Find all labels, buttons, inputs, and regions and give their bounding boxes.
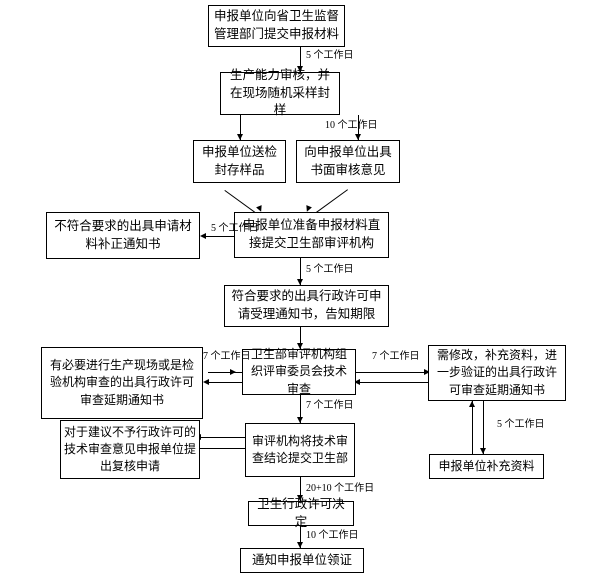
edge-line-materials-to-supplement — [472, 401, 473, 454]
edge-label-technical-to-conclusion: 7 个工作日 — [306, 400, 354, 411]
arrowhead-acceptance-to-technical — [296, 343, 303, 349]
arrowhead-prepare-to-correction — [200, 232, 206, 239]
node-supplement-delay[interactable]: 需修改，补充资料，进一步验证的出具行政许可审查延期通知书 — [428, 345, 566, 401]
edge-label-technical-to-onsite: 7 个工作日 — [203, 351, 251, 362]
node-submit-conclusion-label: 审评机构将技术审查结论提交卫生部 — [251, 433, 348, 465]
edge-label-capacity-to-opinion: 10 个工作日 — [325, 120, 378, 131]
node-technical-review-label: 卫生部审评机构组织评审委员会技术审查 — [250, 347, 347, 396]
edge-label-decision-to-notify: 10 个工作日 — [306, 530, 359, 541]
node-notify-collect-label: 通知申报单位领证 — [251, 552, 352, 567]
edge-line-capacity-to-sample — [240, 115, 241, 140]
node-review-request-label: 对于建议不予行政许可的技术审查意见申报单位提出复核申请 — [64, 424, 197, 474]
node-send-sealed-sample[interactable]: 申报单位送检封存样品 — [193, 140, 286, 183]
edge-line-technical-to-conclusion — [300, 395, 301, 423]
edge-line-decision-to-notify — [300, 526, 301, 548]
edge-line-acceptance-to-technical — [300, 327, 301, 349]
node-capacity-review-label: 生产能力审核，并在现场随机采样封样 — [229, 67, 330, 118]
arrowhead-decision-to-notify — [296, 542, 303, 548]
node-supplement-materials-label: 申报单位补充资料 — [438, 458, 535, 473]
arrowhead-submit-to-capacity — [296, 66, 303, 72]
arrowhead-supplement-to-technical — [354, 378, 360, 385]
node-written-opinion[interactable]: 向申报单位出具书面审核意见 — [296, 140, 400, 183]
arrowhead-onsite-to-technical — [230, 368, 236, 375]
node-decision[interactable]: 卫生行政许可决定 — [248, 497, 354, 529]
node-onsite-inspection-delay[interactable]: 有必要进行生产现场或是检验机构审查的出具行政许可审查延期通知书 — [41, 347, 203, 419]
node-capacity-review[interactable]: 生产能力审核，并在现场随机采样封样 — [220, 68, 340, 117]
arrowhead-technical-to-supplement — [424, 368, 430, 375]
edge-line-supplement-to-technical — [356, 382, 428, 383]
edge-label-technical-to-supplement: 7 个工作日 — [372, 351, 420, 362]
node-send-sealed-sample-label: 申报单位送检封存样品 — [201, 144, 277, 177]
edge-line-conclusion-to-decision — [300, 477, 301, 501]
node-review-request[interactable]: 对于建议不予行政许可的技术审查意见申报单位提出复核申请 — [60, 420, 200, 479]
node-written-opinion-label: 向申报单位出具书面审核意见 — [304, 144, 392, 177]
arrowhead-technical-to-onsite — [203, 378, 209, 385]
node-decision-label: 卫生行政许可决定 — [257, 496, 345, 529]
node-supplement-materials[interactable]: 申报单位补充资料 — [429, 454, 544, 479]
node-technical-review[interactable]: 卫生部审评机构组织评审委员会技术审查 — [242, 347, 356, 396]
edge-line-review-to-conclusion — [200, 448, 260, 449]
edge-line-prepare-to-acceptance — [300, 258, 301, 285]
edge-label-prepare-to-correction: 5 个工作日 — [211, 223, 259, 234]
node-prepare-submit-moh[interactable]: 申报单位准备申报材料直接提交卫生部审评机构 — [234, 212, 389, 258]
edge-line-technical-to-onsite — [208, 382, 268, 383]
arrowhead-technical-to-conclusion — [296, 417, 303, 423]
node-notify-collect[interactable]: 通知申报单位领证 — [240, 548, 364, 573]
arrowhead-materials-to-supplement — [468, 401, 475, 407]
arrowhead-supplement-to-materials — [479, 448, 486, 454]
node-submit-provincial-label: 申报单位向省卫生监督管理部门提交申报材料 — [213, 9, 339, 41]
arrowhead-capacity-to-sample — [236, 134, 243, 140]
edge-line-technical-to-supplement — [356, 372, 428, 373]
edge-line-onsite-to-technical — [208, 372, 268, 373]
node-correction-notice[interactable]: 不符合要求的出具申请材料补正通知书 — [46, 212, 200, 259]
node-correction-notice-label: 不符合要求的出具申请材料补正通知书 — [54, 218, 192, 251]
arrowhead-conclusion-to-decision — [296, 495, 303, 501]
edge-line-submit-to-capacity — [300, 47, 301, 72]
node-acceptance-notice-label: 符合要求的出具行政许可申请受理通知书，告知期限 — [231, 289, 382, 321]
edge-label-materials-to-supplement: 5 个工作日 — [497, 419, 545, 430]
arrowhead-capacity-to-opinion — [354, 134, 361, 140]
edge-line-supplement-to-materials — [483, 401, 484, 454]
edge-label-prepare-to-acceptance: 5 个工作日 — [306, 264, 354, 275]
node-supplement-delay-label: 需修改，补充资料，进一步验证的出具行政许可审查延期通知书 — [436, 348, 557, 397]
edge-line-capacity-to-opinion — [358, 115, 359, 140]
arrowhead-prepare-to-acceptance — [296, 279, 303, 285]
node-onsite-inspection-delay-label: 有必要进行生产现场或是检验机构审查的出具行政许可审查延期通知书 — [49, 358, 194, 407]
node-acceptance-notice[interactable]: 符合要求的出具行政许可申请受理通知书，告知期限 — [224, 285, 389, 327]
node-prepare-submit-moh-label: 申报单位准备申报材料直接提交卫生部审评机构 — [242, 218, 381, 250]
edge-label-submit-to-capacity: 5 个工作日 — [306, 50, 354, 61]
node-submit-conclusion[interactable]: 审评机构将技术审查结论提交卫生部 — [245, 423, 355, 477]
edge-label-conclusion-to-decision: 20+10 个工作日 — [306, 483, 375, 494]
node-submit-provincial[interactable]: 申报单位向省卫生监督管理部门提交申报材料 — [208, 5, 345, 47]
edge-line-conclusion-to-review — [200, 437, 260, 438]
